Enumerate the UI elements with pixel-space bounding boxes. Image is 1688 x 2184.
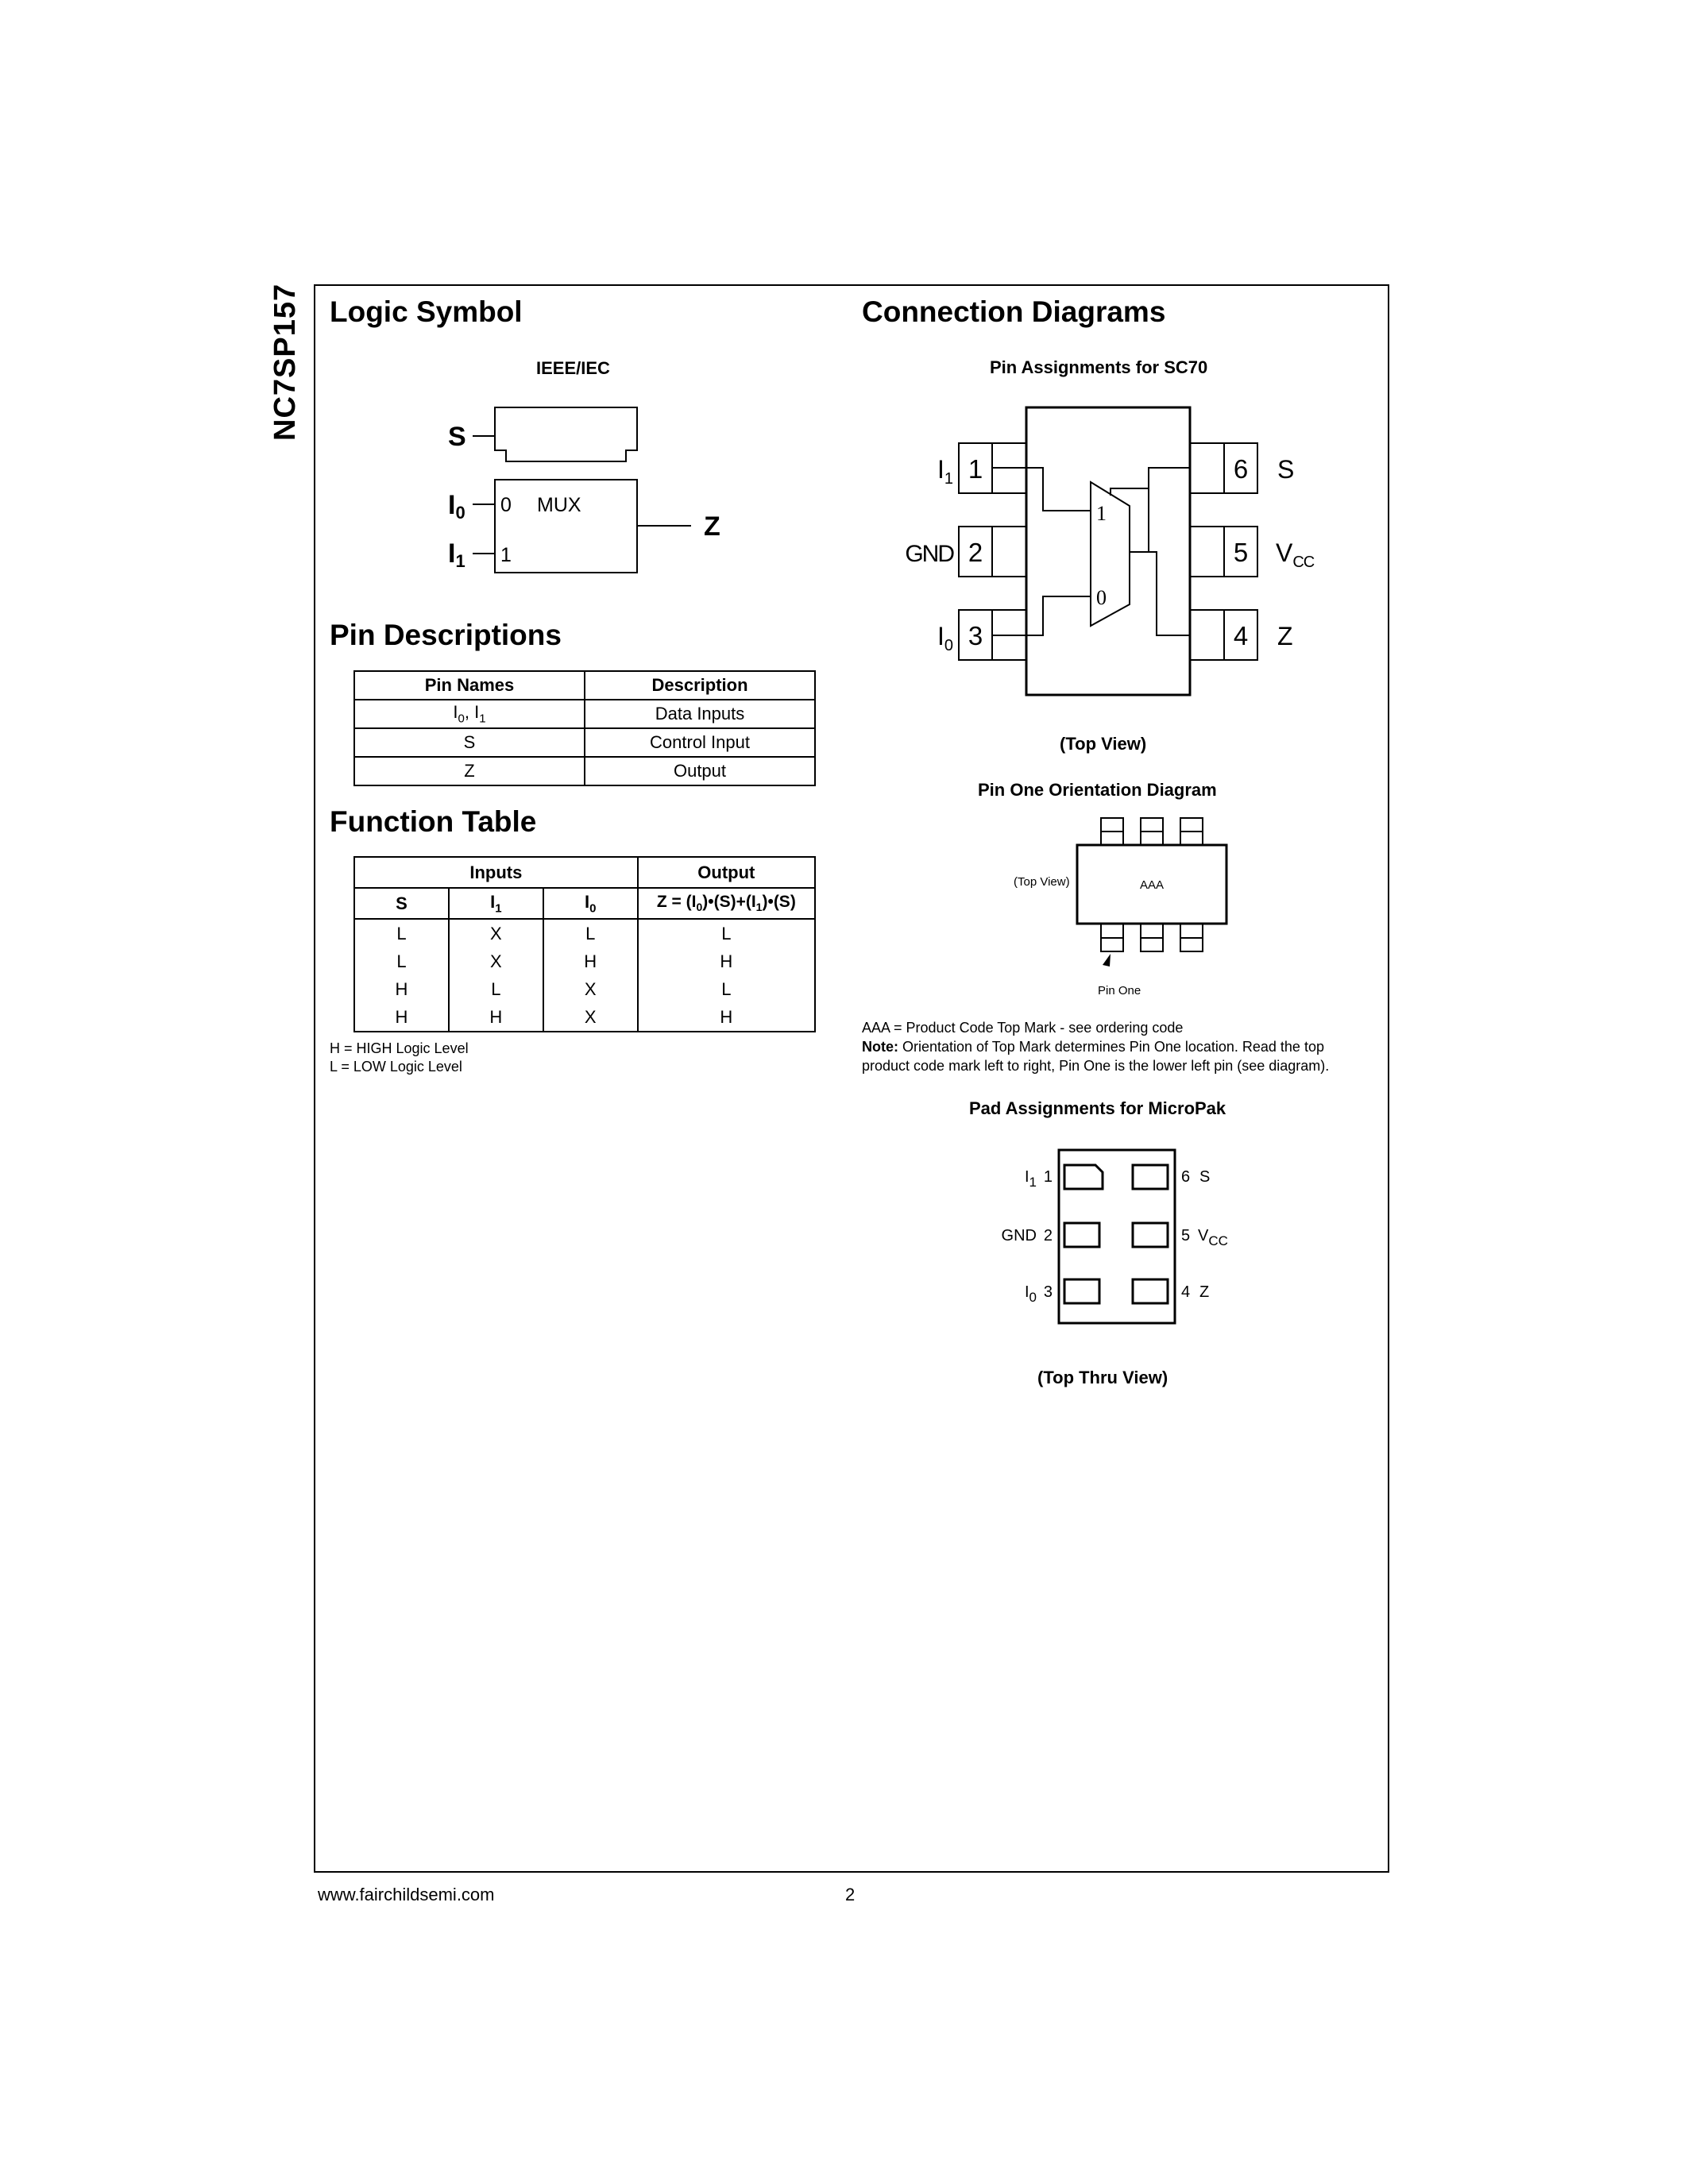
sc70-view-label: (Top View) xyxy=(1060,734,1147,754)
pad-4 xyxy=(1131,1278,1169,1305)
mux-name-label: MUX xyxy=(537,494,581,516)
micropak-package-body xyxy=(1057,1148,1176,1325)
micropak-pin3-label: I0 xyxy=(1025,1283,1037,1305)
pin-one-label: Pin One xyxy=(1098,984,1141,997)
pin-one-orientation-diagram: AAA (Top View) Pin One xyxy=(1014,817,1228,997)
sc70-pin2-label: GND xyxy=(905,541,954,567)
function-note-high: H = HIGH Logic Level xyxy=(330,1040,469,1056)
pin-name-cell: I0, I1 xyxy=(353,699,585,729)
svg-text:2: 2 xyxy=(1044,1227,1053,1244)
micropak-pin5-label: VCC xyxy=(1198,1227,1228,1248)
table-row: L X H H xyxy=(353,947,817,975)
table-row: H L X L xyxy=(353,975,817,1003)
svg-text:1: 1 xyxy=(968,454,983,484)
pin-z-label: Z xyxy=(704,511,720,542)
orientation-note-2: Note: Orientation of Top Mark determines… xyxy=(862,1039,1324,1055)
mux-trapezoid xyxy=(1090,480,1130,627)
pad-1 xyxy=(1063,1163,1104,1190)
mux-input0-label: 0 xyxy=(500,494,512,516)
micropak-pin1-label: I1 xyxy=(1025,1168,1037,1190)
pad-5 xyxy=(1131,1221,1169,1248)
table-header-row: Pin Names Description xyxy=(353,670,816,700)
pad-6 xyxy=(1131,1163,1169,1190)
svg-text:1: 1 xyxy=(1044,1168,1053,1186)
pad-2 xyxy=(1063,1221,1101,1248)
table-row: L X L L xyxy=(353,919,817,947)
function-table-title: Function Table xyxy=(330,805,537,838)
pin-description-cell: Control Input xyxy=(584,727,816,758)
sc70-pinout-diagram: 1 0 1 2 3 6 5 4 I1 GND I0 S VCC Z xyxy=(905,406,1315,696)
svg-text:5: 5 xyxy=(1181,1227,1190,1244)
orientation-title: Pin One Orientation Diagram xyxy=(978,780,1217,800)
orientation-package-body xyxy=(1076,843,1228,925)
mux-logic-symbol: S I0 I1 Z 0 1 MUX xyxy=(448,407,720,573)
function-table: Inputs Output S I1 I0 Z = (I0)•(S)+(I1)•… xyxy=(353,856,817,1032)
micropak-pad-diagram: 1 2 3 6 5 4 I1 GND I0 S VCC Z xyxy=(1002,1148,1228,1325)
column-header-z: Z = (I0)•(S)+(I1)•(S) xyxy=(636,887,817,920)
table-group-header-row: Inputs Output xyxy=(353,856,817,889)
group-header-inputs: Inputs xyxy=(353,856,639,889)
column-header-s: S xyxy=(353,887,450,920)
table-row: Z Output xyxy=(353,756,816,786)
pin-s-label: S xyxy=(448,422,466,452)
ieee-iec-label: IEEE/IEC xyxy=(536,358,610,378)
pin-descriptions-table: Pin Names Description I0, I1 Data Inputs… xyxy=(353,670,816,786)
svg-text:3: 3 xyxy=(1044,1283,1053,1301)
pin-one-arrow-icon xyxy=(1103,954,1111,967)
top-mark-label: AAA xyxy=(1140,878,1164,892)
column-header-i0: I0 xyxy=(542,887,639,920)
page-number: 2 xyxy=(845,1885,856,1904)
sc70-package-body xyxy=(1025,406,1192,696)
table-header-row: S I1 I0 Z = (I0)•(S)+(I1)•(S) xyxy=(353,887,817,920)
mux-in0-label: 0 xyxy=(1096,586,1107,609)
pad-3 xyxy=(1063,1278,1101,1305)
svg-text:4: 4 xyxy=(1181,1283,1190,1301)
column-header: Description xyxy=(584,670,816,700)
pin-i1-label: I1 xyxy=(448,538,465,571)
mux-in1-label: 1 xyxy=(1096,502,1107,525)
sc70-pin4-label: Z xyxy=(1277,622,1293,650)
content-frame xyxy=(314,284,1389,1873)
orientation-note-1: AAA = Product Code Top Mark - see orderi… xyxy=(862,1020,1184,1036)
micropak-pin2-label: GND xyxy=(1002,1227,1037,1244)
sc70-title: Pin Assignments for SC70 xyxy=(990,357,1208,377)
sc70-pin5-label: VCC xyxy=(1276,538,1315,571)
pin-name-cell: Z xyxy=(353,756,585,786)
svg-text:6: 6 xyxy=(1181,1168,1190,1186)
function-note-low: L = LOW Logic Level xyxy=(330,1059,462,1075)
pin-description-cell: Output xyxy=(584,756,816,786)
connection-diagrams-title: Connection Diagrams xyxy=(862,295,1166,328)
mux-input1-label: 1 xyxy=(500,544,512,566)
table-row: S Control Input xyxy=(353,727,816,758)
micropak-title: Pad Assignments for MicroPak xyxy=(969,1098,1226,1118)
svg-text:5: 5 xyxy=(1234,538,1248,567)
svg-text:3: 3 xyxy=(968,621,983,650)
control-block xyxy=(494,407,638,462)
column-header: Pin Names xyxy=(353,670,585,700)
table-row: H H X H xyxy=(353,1003,817,1032)
orientation-note-3: product code mark left to right, Pin One… xyxy=(862,1058,1330,1074)
svg-text:2: 2 xyxy=(968,538,983,567)
group-header-output: Output xyxy=(636,856,817,889)
pin-name-cell: S xyxy=(353,727,585,758)
sc70-pin3-label: I0 xyxy=(937,622,953,654)
logic-symbol-title: Logic Symbol xyxy=(330,295,523,328)
sc70-pin6-label: S xyxy=(1277,455,1294,484)
orientation-top-view-label: (Top View) xyxy=(1014,875,1070,889)
table-row: I0, I1 Data Inputs xyxy=(353,699,816,729)
footer-url-link[interactable]: www.fairchildsemi.com xyxy=(318,1885,495,1904)
column-header-i1: I1 xyxy=(447,887,544,920)
micropak-view-label: (Top Thru View) xyxy=(1037,1368,1168,1387)
part-number: NC7SP157 xyxy=(268,283,302,441)
sc70-pin1-label: I1 xyxy=(937,455,953,488)
micropak-pin6-label: S xyxy=(1199,1168,1210,1186)
pin-description-cell: Data Inputs xyxy=(584,699,816,729)
svg-text:6: 6 xyxy=(1234,454,1248,484)
micropak-pin4-label: Z xyxy=(1199,1283,1209,1301)
pin-descriptions-title: Pin Descriptions xyxy=(330,619,562,651)
svg-text:4: 4 xyxy=(1234,621,1248,650)
pin-i0-label: I0 xyxy=(448,490,465,523)
